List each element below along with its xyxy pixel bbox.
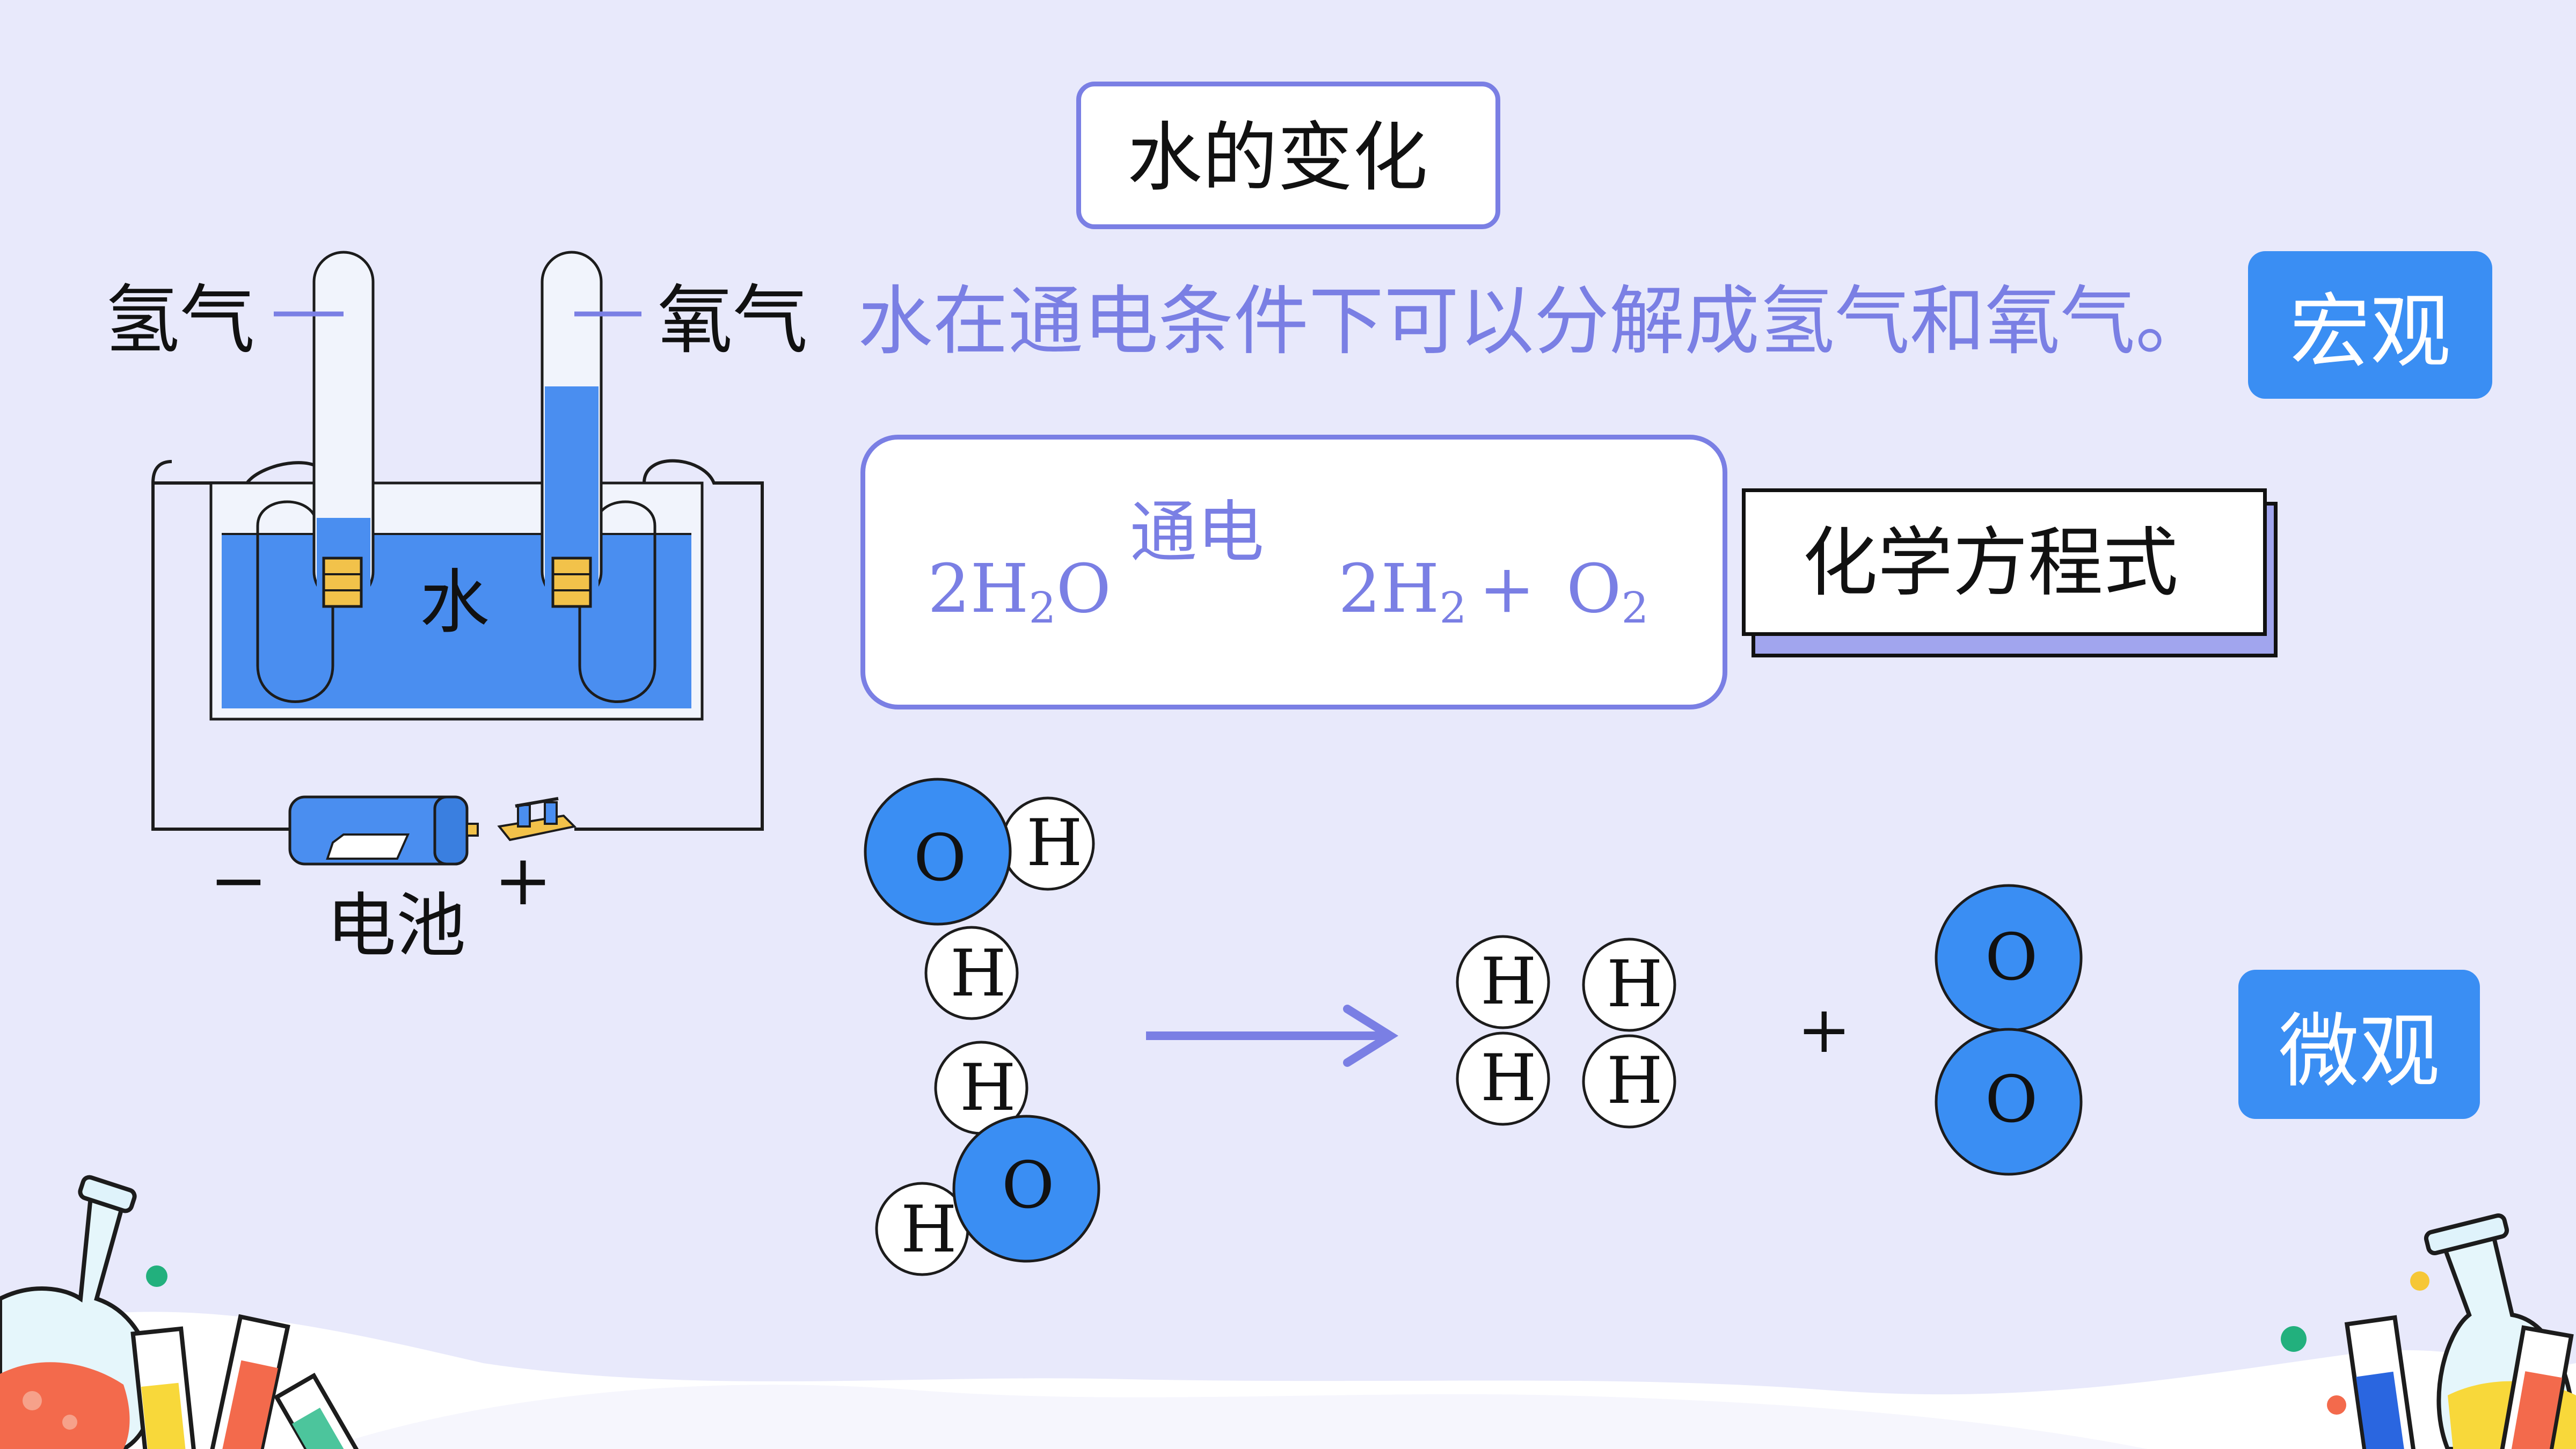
molecule-atoms	[864, 778, 2083, 1276]
equation-plus: +	[1479, 550, 1535, 628]
product-oxygen-formula: O	[1566, 550, 1622, 628]
battery-label: 电池	[326, 885, 466, 967]
reactant-formula: 2H	[928, 550, 1029, 628]
atom-h-2: H	[950, 936, 1006, 1011]
equation-reactant: 2H2O	[928, 555, 1111, 630]
flask-decoration-right	[2281, 1213, 2576, 1449]
positive-terminal: +	[494, 839, 552, 921]
macro-description: 水在通电条件下可以分解成氢气和氧气。	[858, 278, 2211, 365]
bottom-landscape	[0, 1312, 2576, 1449]
product-hydrogen-formula: 2H	[1338, 550, 1440, 628]
micro-badge-label: 微观	[2278, 1005, 2440, 1099]
macro-badge-label: 宏观	[2289, 286, 2451, 379]
equation-label: 化学方程式	[1803, 519, 2179, 607]
atom-h-1: H	[1026, 806, 1083, 881]
atom-h-5: H	[1480, 945, 1537, 1019]
electrolysis-apparatus	[151, 251, 764, 866]
flask-decoration-left	[0, 1175, 371, 1449]
negative-terminal: −	[209, 839, 268, 921]
atom-o-1: O	[914, 821, 967, 896]
atom-h-4: H	[901, 1192, 957, 1267]
micro-badge: 微观	[2238, 970, 2480, 1119]
equation-product-oxygen: O2	[1566, 555, 1648, 630]
oxygen-label: 氧气	[658, 277, 808, 364]
product-hydrogen-subscript: 2	[1439, 583, 1467, 633]
atom-h-6: H	[1480, 1041, 1537, 1116]
atom-o-3: O	[1985, 920, 2038, 995]
page-title: 水的变化	[1127, 114, 1428, 202]
atom-h-3: H	[960, 1051, 1016, 1125]
reaction-arrow	[1146, 1005, 1399, 1067]
equation-product-hydrogen: 2H2	[1338, 555, 1466, 630]
title-box	[1076, 82, 1500, 229]
reactant-formula-tail: O	[1056, 550, 1111, 628]
atom-o-2: O	[1002, 1148, 1055, 1223]
product-oxygen-subscript: 2	[1621, 583, 1649, 633]
water-label: 水	[420, 561, 490, 643]
reactant-subscript: 2	[1028, 583, 1056, 633]
equation-box	[860, 435, 1727, 709]
atom-o-4: O	[1985, 1063, 2038, 1137]
atom-h-8: H	[1607, 1044, 1663, 1118]
hydrogen-label: 氢气	[105, 277, 256, 364]
equation-label-box	[1742, 488, 2267, 636]
micro-plus: +	[1797, 993, 1851, 1067]
equation-condition: 通电	[1130, 494, 1264, 572]
macro-badge: 宏观	[2248, 251, 2492, 399]
atom-h-7: H	[1607, 947, 1663, 1022]
